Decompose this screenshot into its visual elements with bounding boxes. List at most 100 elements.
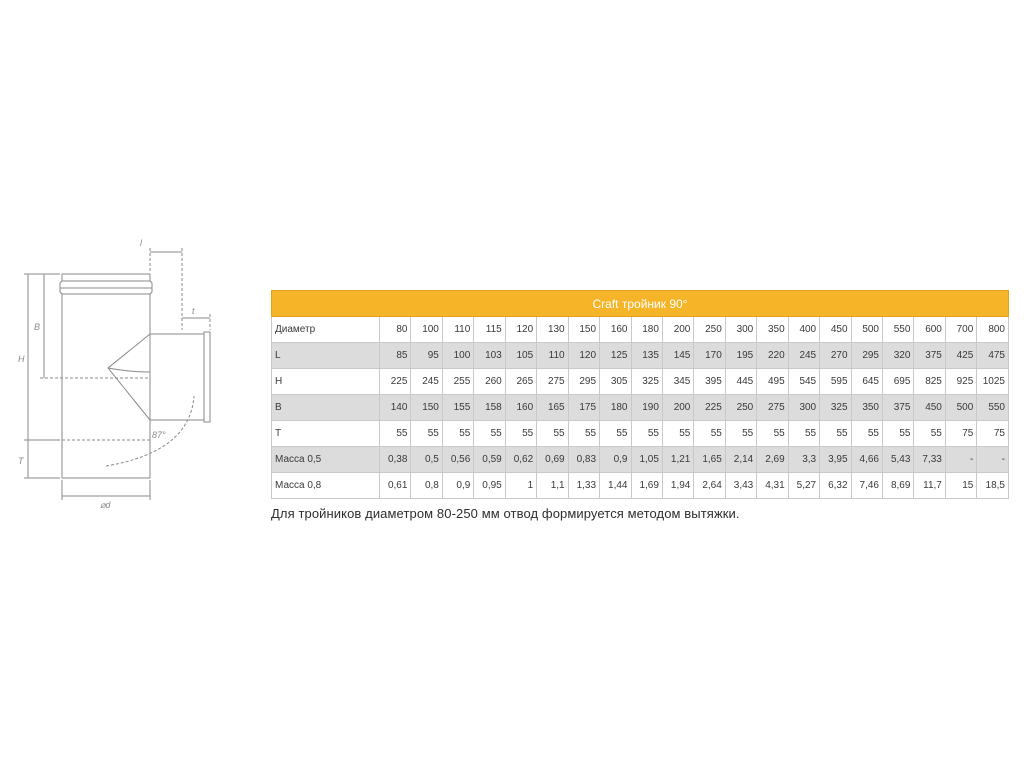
table-cell: 3,3 [787, 446, 821, 473]
table-cell: 245 [787, 342, 821, 369]
table-cell: 200 [661, 316, 695, 343]
table-cell: 55 [881, 420, 915, 447]
table-cell: 1,33 [567, 472, 601, 499]
table-cell: 0,83 [567, 446, 601, 473]
table-cell: 0,5 [410, 446, 443, 473]
table-cell: 55 [693, 420, 726, 447]
table-cell: 300 [787, 394, 821, 421]
table-cell: 95 [410, 342, 443, 369]
table-cell: 550 [976, 394, 1009, 421]
table-cell: 350 [850, 394, 884, 421]
table-cell: 450 [913, 394, 946, 421]
table-cell: 1,65 [693, 446, 726, 473]
tee-technical-drawing: l t B H T 87° ⌀d [18, 238, 211, 510]
label-t: t [192, 306, 195, 316]
table-cell: 645 [850, 368, 884, 395]
row-label: Масса 0,8 [271, 472, 380, 499]
table-cell: 75 [976, 420, 1009, 447]
table-cell: 0,95 [473, 472, 506, 499]
table-cell: 80 [378, 316, 412, 343]
table-cell: 445 [724, 368, 758, 395]
table-cell: 325 [819, 394, 852, 421]
table-cell: 600 [913, 316, 946, 343]
table-cell: 375 [913, 342, 946, 369]
row-label: Масса 0,5 [271, 446, 380, 473]
table-cell: 550 [881, 316, 915, 343]
table-cell: 1,1 [536, 472, 569, 499]
table-title: Craft тройник 90° [271, 290, 1009, 317]
table-cell: 250 [724, 394, 758, 421]
table-cell: 925 [944, 368, 978, 395]
table-cell: 0,8 [410, 472, 443, 499]
table-cell: 425 [944, 342, 978, 369]
label-angle: 87° [152, 430, 166, 440]
table-cell: 8,69 [881, 472, 915, 499]
table-cell: 5,27 [787, 472, 821, 499]
table-cell: 450 [819, 316, 852, 343]
table-cell: 55 [441, 420, 475, 447]
table-cell: 75 [944, 420, 978, 447]
table-cell: 55 [724, 420, 758, 447]
table-cell: 225 [378, 368, 412, 395]
row-label: T [271, 420, 380, 447]
table-cell: 180 [630, 316, 663, 343]
branch-outline [150, 333, 205, 421]
table-cell: 1,44 [599, 472, 632, 499]
table-cell: 500 [850, 316, 884, 343]
table-cell: 0,9 [599, 446, 632, 473]
table-cell: 55 [850, 420, 884, 447]
table-cell: 170 [693, 342, 726, 369]
table-cell: 695 [881, 368, 915, 395]
table-cell: 260 [473, 368, 506, 395]
table-cell: 135 [630, 342, 663, 369]
table-cell: 85 [378, 342, 412, 369]
table-cell: 100 [441, 342, 475, 369]
table-cell: 190 [630, 394, 663, 421]
table-cell: 345 [661, 368, 695, 395]
table-cell: 125 [599, 342, 632, 369]
table-cell: 395 [693, 368, 726, 395]
table-cell: 6,32 [819, 472, 852, 499]
table-cell: 55 [599, 420, 632, 447]
table-cell: - [976, 446, 1009, 473]
table-cell: 495 [756, 368, 789, 395]
table-cell: 18,5 [976, 472, 1009, 499]
table-cell: 160 [599, 316, 632, 343]
table-cell: 110 [441, 316, 475, 343]
row-label: H [271, 368, 380, 395]
table-cell: 295 [567, 368, 601, 395]
row-label: L [271, 342, 380, 369]
table-cell: 155 [441, 394, 475, 421]
table-cell: 4,66 [850, 446, 884, 473]
table-cell: 245 [410, 368, 443, 395]
table-cell: 0,62 [504, 446, 538, 473]
table-cell: 55 [756, 420, 789, 447]
table-cell: 130 [536, 316, 569, 343]
table-cell: 195 [724, 342, 758, 369]
table-cell: 300 [724, 316, 758, 343]
table-cell: 103 [473, 342, 506, 369]
table-cell: 158 [473, 394, 506, 421]
label-t-left: T [18, 456, 25, 466]
table-cell: 255 [441, 368, 475, 395]
table-cell: 105 [504, 342, 538, 369]
table-cell: 55 [630, 420, 663, 447]
table-cell: 545 [787, 368, 821, 395]
label-diameter: ⌀d [100, 500, 111, 510]
table-cell: 500 [944, 394, 978, 421]
table-cell: 400 [787, 316, 821, 343]
table-cell: 3,95 [819, 446, 852, 473]
table-cell: 55 [378, 420, 412, 447]
table-cell: 120 [504, 316, 538, 343]
table-cell: 100 [410, 316, 443, 343]
table-cell: 1 [504, 472, 538, 499]
table-cell: 180 [599, 394, 632, 421]
table-cell: 0,56 [441, 446, 475, 473]
table-cell: 270 [819, 342, 852, 369]
table-cell: 110 [536, 342, 569, 369]
